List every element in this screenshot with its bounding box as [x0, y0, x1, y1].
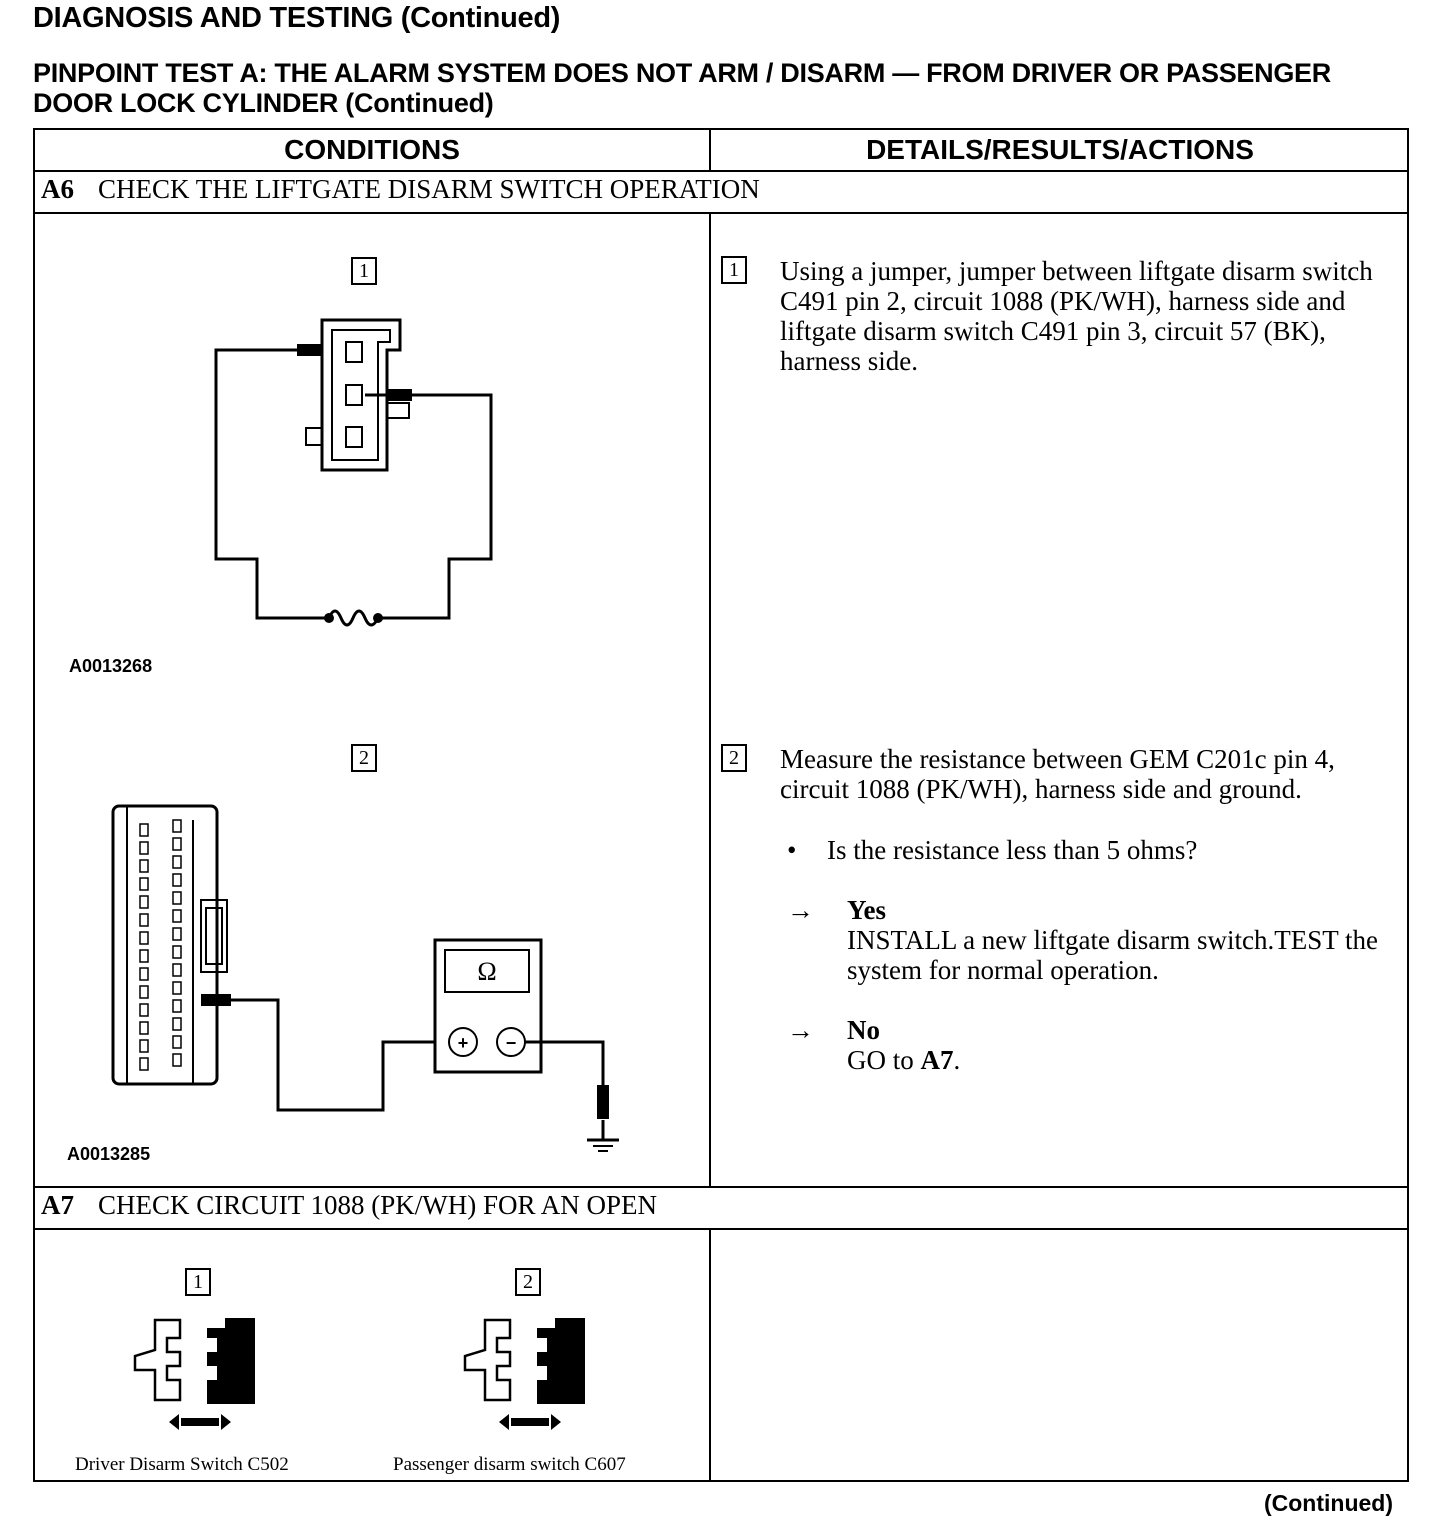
- detail-step-1-number: 1: [721, 256, 747, 284]
- step-a7-header: A7 CHECK CIRCUIT 1088 (PK/WH) FOR AN OPEN: [41, 1190, 657, 1221]
- detail-step-1-text: Using a jumper, jumper between liftgate …: [780, 256, 1373, 376]
- bullet: •: [787, 835, 797, 865]
- ohm-symbol: Ω: [477, 957, 496, 986]
- step-a6-title: CHECK THE LIFTGATE DISARM SWITCH OPERATI…: [98, 174, 760, 204]
- figure-1-number: 1: [351, 257, 377, 285]
- column-divider: [709, 1228, 711, 1482]
- gem-connector-ohmmeter-diagram: Ω + −: [111, 804, 619, 1152]
- disarm-switch-connectors-diagram: [133, 1318, 585, 1430]
- continued-footer: (Continued): [1263, 1490, 1393, 1516]
- figure-2-number: 2: [351, 744, 377, 772]
- pinpoint-test-title: PINPOINT TEST A: THE ALARM SYSTEM DOES N…: [33, 58, 1331, 118]
- a7-figure-2-number: 2: [515, 1268, 541, 1296]
- no-label: No: [847, 1015, 880, 1045]
- yes-action: INSTALL a new liftgate disarm switch.TES…: [847, 925, 1378, 985]
- minus-terminal: −: [506, 1033, 517, 1053]
- row-divider: [35, 1186, 1407, 1188]
- step-a6-id: A6: [41, 174, 74, 204]
- step-a7-id: A7: [41, 1190, 74, 1220]
- column-header-conditions: CONDITIONS: [284, 134, 460, 165]
- column-divider: [709, 212, 711, 1186]
- arrow-icon: →: [787, 1015, 814, 1045]
- step-a6-header: A6 CHECK THE LIFTGATE DISARM SWITCH OPERA…: [41, 174, 760, 205]
- detail-step-2-text: Measure the resistance between GEM C201c…: [780, 744, 1335, 804]
- go-to-link: A7: [920, 1045, 954, 1075]
- a7-figure-1-number: 1: [185, 1268, 211, 1296]
- row-divider: [35, 1228, 1407, 1230]
- no-action: GO to A7.: [847, 1045, 961, 1075]
- row-divider: [35, 170, 1407, 172]
- figure-2-id: A0013285: [67, 1144, 151, 1164]
- column-header-details: DETAILS/RESULTS/ACTIONS: [866, 134, 1254, 165]
- question-text: Is the resistance less than 5 ohms?: [827, 835, 1198, 865]
- plus-terminal: +: [458, 1033, 469, 1053]
- driver-switch-caption: Driver Disarm Switch C502: [75, 1454, 289, 1475]
- figure-1-id: A0013268: [69, 656, 153, 676]
- liftgate-switch-jumper-diagram: [214, 318, 493, 627]
- page-title: DIAGNOSIS AND TESTING (Continued): [33, 2, 561, 34]
- column-divider: [709, 130, 711, 170]
- row-divider: [35, 212, 1407, 214]
- yes-label: Yes: [847, 895, 886, 925]
- step-a7-title: CHECK CIRCUIT 1088 (PK/WH) FOR AN OPEN: [98, 1190, 658, 1220]
- arrow-icon: →: [787, 895, 814, 925]
- detail-step-2-number: 2: [721, 744, 747, 772]
- passenger-switch-caption: Passenger disarm switch C607: [393, 1454, 626, 1475]
